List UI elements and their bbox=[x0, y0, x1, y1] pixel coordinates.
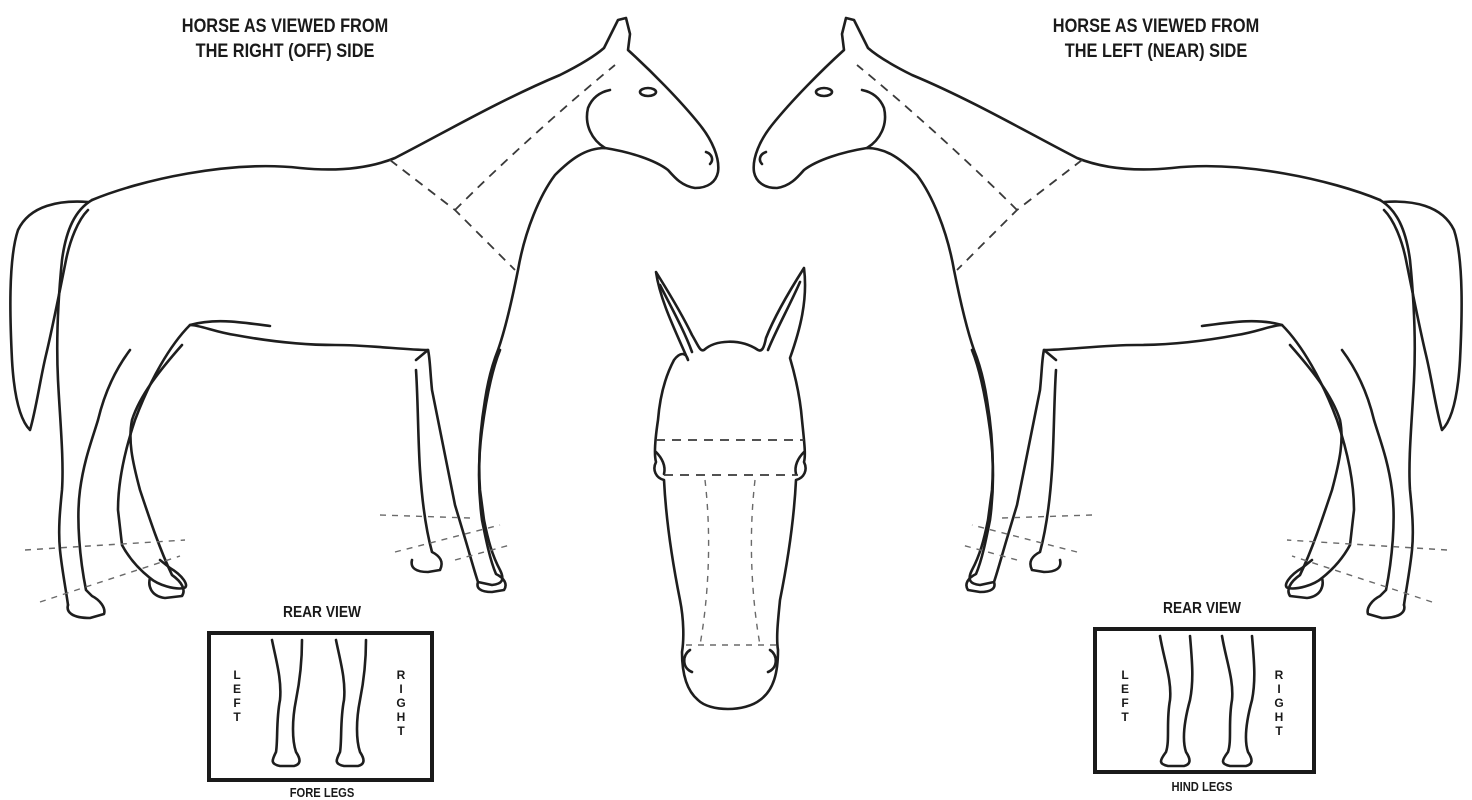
horse-left-eye bbox=[816, 88, 832, 96]
horse-head-front-view bbox=[654, 268, 805, 709]
horse-right-jaw bbox=[587, 90, 610, 148]
horse-right-tail bbox=[10, 202, 88, 430]
hind-legs-caption: HIND LEGS bbox=[1150, 779, 1253, 794]
horse-right-eye bbox=[640, 88, 656, 96]
horse-right-fore-leg-far bbox=[412, 370, 442, 572]
head-front-dash-blaze-right bbox=[751, 480, 760, 645]
horse-right-hind-leg-far bbox=[130, 345, 183, 598]
head-front-ear-left-inner bbox=[660, 285, 692, 352]
horse-left-hind-leg-far bbox=[1288, 345, 1341, 598]
head-front-outline bbox=[654, 268, 805, 709]
horse-left-nostril bbox=[760, 152, 766, 164]
fore-legs-caption: FORE LEGS bbox=[270, 785, 373, 800]
horse-left-fore-leg-far bbox=[1030, 370, 1060, 572]
horse-right-belly-line bbox=[190, 321, 428, 360]
horse-right-fore-leg-near bbox=[478, 350, 506, 592]
horse-left-jaw bbox=[862, 90, 885, 148]
horse-left-tail bbox=[1384, 202, 1462, 430]
horse-left-fore-leg-near bbox=[966, 350, 994, 592]
horse-left-neck-dash-1 bbox=[957, 160, 1082, 270]
horse-right-back bbox=[57, 200, 92, 605]
head-front-dash-blaze-left bbox=[700, 480, 709, 645]
fore-rear-view-title: REAR VIEW bbox=[270, 604, 373, 622]
fore-right-label: R I G H T bbox=[394, 668, 408, 738]
horse-left-leg-dash-5 bbox=[962, 545, 1017, 560]
head-front-nostril-left bbox=[684, 650, 692, 672]
horse-left-body-outline bbox=[754, 18, 1380, 588]
hind-left-label: L E F T bbox=[1118, 668, 1132, 724]
fore-left-label: L E F T bbox=[230, 668, 244, 724]
horse-right-leg-dash-5 bbox=[455, 545, 510, 560]
head-front-eye-right bbox=[795, 452, 804, 474]
horse-right-nostril bbox=[706, 152, 712, 164]
horse-left-belly-line bbox=[1044, 321, 1282, 360]
head-front-eye-left bbox=[656, 452, 665, 474]
horse-left-back bbox=[1380, 200, 1415, 605]
hind-right-label: R I G H T bbox=[1272, 668, 1286, 738]
horse-left-side-view bbox=[754, 18, 1462, 618]
horse-right-body-outline bbox=[92, 18, 718, 588]
horse-right-side-view bbox=[10, 18, 718, 618]
horse-right-neck-dash-1 bbox=[390, 160, 515, 270]
hind-rear-view-title: REAR VIEW bbox=[1150, 600, 1253, 618]
head-front-nostril-right bbox=[768, 650, 776, 672]
